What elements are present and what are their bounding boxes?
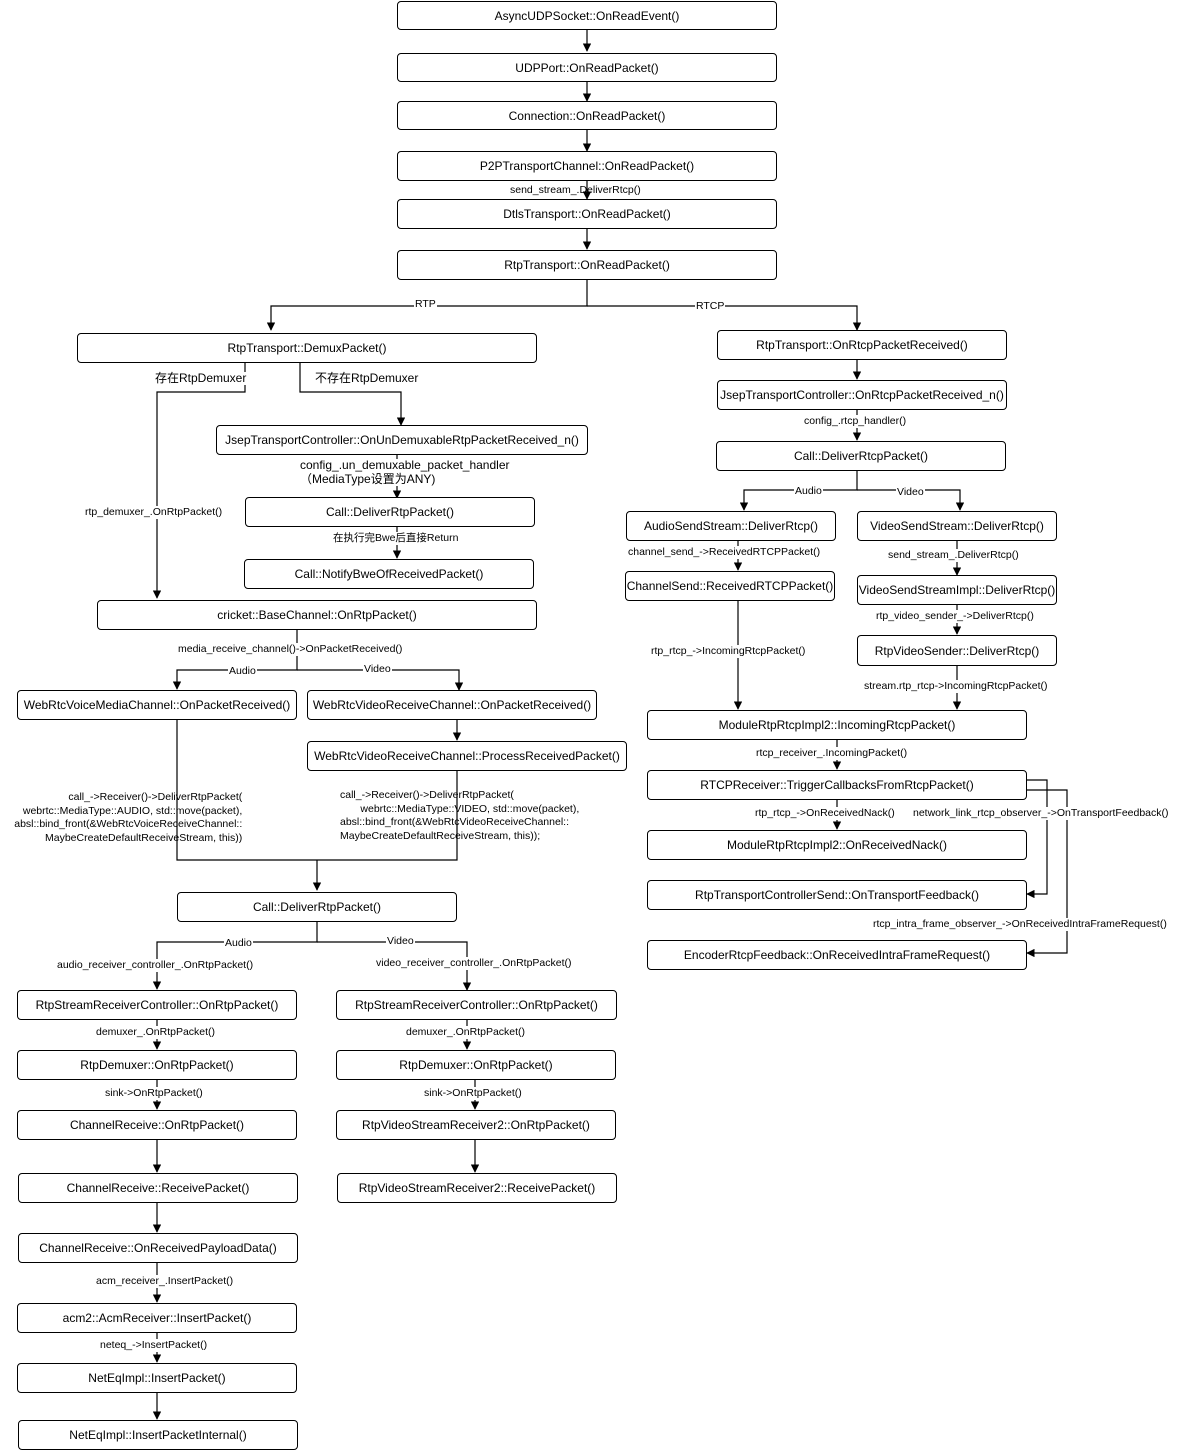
rtcp-received-node: RtpTransport::OnRtcpPacketReceived() <box>717 330 1007 360</box>
connection-node: Connection::OnReadPacket() <box>397 101 777 130</box>
edge-label-video-receiver-ctrl: video_receiver_controller_.OnRtpPacket() <box>375 957 573 970</box>
call-deliver-rtp-2-node: Call::DeliverRtpPacket() <box>177 892 457 922</box>
edge-base-audio <box>172 630 298 690</box>
edge-label-audio-receiver-ctrl: audio_receiver_controller_.OnRtpPacket() <box>56 959 255 972</box>
edge-transport-feedback <box>1026 779 1048 899</box>
audio-send-stream-node: AudioSendStream::DeliverRtcp() <box>626 511 836 541</box>
edge-label-video-1: Video <box>363 663 392 676</box>
edge-label-sink-audio: sink->OnRtpPacket() <box>104 1087 204 1100</box>
call-deliver-rtp-1-node: Call::DeliverRtpPacket() <box>245 497 535 527</box>
video-stream-recv2-receive-node: RtpVideoStreamReceiver2::ReceivePacket() <box>337 1173 617 1203</box>
audio-demuxer-node: RtpDemuxer::OnRtpPacket() <box>17 1050 297 1080</box>
edge-label-audio-2: Audio <box>224 937 253 950</box>
async-udp-node: AsyncUDPSocket::OnReadEvent() <box>397 1 777 30</box>
demux-packet-node: RtpTransport::DemuxPacket() <box>77 333 537 363</box>
edge-no-demuxer <box>299 363 406 426</box>
jsep-undemux-node: JsepTransportController::OnUnDemuxableRt… <box>216 425 588 455</box>
edge-label-channel-send: channel_send_->ReceivedRTCPPacket() <box>627 546 822 559</box>
edge-label-no-demuxer: 不存在RtpDemuxer <box>314 371 420 385</box>
rtp-transport-read-node: RtpTransport::OnReadPacket() <box>397 250 777 280</box>
module-rtp-nack-node: ModuleRtpRtcpImpl2::OnReceivedNack() <box>647 830 1027 860</box>
channel-send-node: ChannelSend::ReceivedRTCPPacket() <box>625 571 835 601</box>
channel-receive-on-rtp-node: ChannelReceive::OnRtpPacket() <box>17 1110 297 1140</box>
acm-insert-node: acm2::AcmReceiver::InsertPacket() <box>17 1303 297 1333</box>
dtls-node: DtlsTransport::OnReadPacket() <box>397 199 777 229</box>
edge-base-video <box>297 669 464 691</box>
edge-label-video-2: Video <box>386 935 415 948</box>
module-rtp-incoming-node: ModuleRtpRtcpImpl2::IncomingRtcpPacket() <box>647 710 1027 740</box>
transport-ctrl-feedback-node: RtpTransportControllerSend::OnTransportF… <box>647 880 1027 910</box>
notify-bwe-node: Call::NotifyBweOfReceivedPacket() <box>244 559 534 589</box>
rtcp-receiver-trigger-node: RTCPReceiver::TriggerCallbacksFromRtcpPa… <box>647 770 1027 800</box>
edge-call2-video <box>317 941 472 991</box>
video-send-stream-node: VideoSendStream::DeliverRtcp() <box>857 511 1057 541</box>
edge-label-call-receiver-audio: call_->Receiver()->DeliverRtpPacket( web… <box>14 791 243 844</box>
edge-label-send-stream: send_stream_.DeliverRtcp() <box>887 549 1020 562</box>
edge-label-has-demuxer: 存在RtpDemuxer <box>154 371 248 385</box>
channel-receive-payload-node: ChannelReceive::OnReceivedPayloadData() <box>18 1233 298 1263</box>
edge-label-rtcp: RTCP <box>695 300 726 313</box>
edge-video-merge <box>317 771 458 861</box>
edge-label-sink-video: sink->OnRtpPacket() <box>423 1087 523 1100</box>
edge-label-rtcp-receiver-incoming: rtcp_receiver_.IncomingPacket() <box>755 747 909 760</box>
edge-label-media-receive: media_receive_channel()->OnPacketReceive… <box>177 643 404 656</box>
p2p-node: P2PTransportChannel::OnReadPacket() <box>397 151 777 181</box>
neteq-insert-node: NetEqImpl::InsertPacket() <box>17 1363 297 1393</box>
edge-label-send-stream-top: send_stream_.DeliverRtcp() <box>510 184 641 196</box>
edge-label-audio-1: Audio <box>228 665 257 678</box>
edge-label-rtp-rtcp-incoming: rtp_rtcp_->IncomingRtcpPacket() <box>650 645 807 658</box>
edge-label-acm-receiver: acm_receiver_.InsertPacket() <box>95 1275 235 1288</box>
channel-receive-receive-node: ChannelReceive::ReceivePacket() <box>18 1173 298 1203</box>
edge-label-neteq-insert: neteq_->InsertPacket() <box>99 1339 209 1352</box>
voice-media-channel-node: WebRtcVoiceMediaChannel::OnPacketReceive… <box>17 690 297 720</box>
edge-label-rtp-video-sender: rtp_video_sender_->DeliverRtcp() <box>875 610 1035 623</box>
video-process-node: WebRtcVideoReceiveChannel::ProcessReceiv… <box>307 741 627 771</box>
edge-label-demuxer-audio: demuxer_.OnRtpPacket() <box>95 1026 217 1039</box>
video-receive-channel-node: WebRtcVideoReceiveChannel::OnPacketRecei… <box>307 690 597 720</box>
edge-call2-audio <box>152 922 318 990</box>
edge-label-audio-3: Audio <box>794 485 823 498</box>
edge-voice-merge <box>176 720 317 861</box>
edge-label-network-link-feedback: network_link_rtcp_observer_->OnTransport… <box>912 807 1170 820</box>
neteq-insert-internal-node: NetEqImpl::InsertPacketInternal() <box>18 1420 298 1450</box>
jsep-rtcp-node: JsepTransportController::OnRtcpPacketRec… <box>717 380 1007 410</box>
encoder-rtcp-feedback-node: EncoderRtcpFeedback::OnReceivedIntraFram… <box>647 940 1027 970</box>
edge-has-demuxer <box>152 363 246 599</box>
edge-label-rtp-demuxer: rtp_demuxer_.OnRtpPacket() <box>84 506 224 519</box>
video-send-stream-impl-node: VideoSendStreamImpl::DeliverRtcp() <box>857 575 1057 605</box>
video-stream-recv2-on-rtp-node: RtpVideoStreamReceiver2::OnRtpPacket() <box>336 1110 616 1140</box>
udp-port-node: UDPPort::OnReadPacket() <box>397 53 777 82</box>
video-demuxer-node: RtpDemuxer::OnRtpPacket() <box>336 1050 616 1080</box>
edge-label-config-rtcp-handler: config_.rtcp_handler() <box>803 415 908 428</box>
edge-label-bwe-return: 在执行完Bwe后直接Return <box>332 532 460 545</box>
edge-rtcp-branch <box>587 305 862 331</box>
audio-stream-ctrl-node: RtpStreamReceiverController::OnRtpPacket… <box>17 990 297 1020</box>
edge-label-stream-rtp-rtcp: stream.rtp_rtcp->IncomingRtcpPacket() <box>863 680 1049 693</box>
edge-label-call-receiver-video: call_->Receiver()->DeliverRtpPacket( web… <box>340 789 580 842</box>
base-channel-node: cricket::BaseChannel::OnRtpPacket() <box>97 600 537 630</box>
video-stream-ctrl-node: RtpStreamReceiverController::OnRtpPacket… <box>336 990 617 1020</box>
edge-rtcp-video <box>857 489 965 511</box>
rtp-video-sender-node: RtpVideoSender::DeliverRtcp() <box>857 635 1057 666</box>
edge-label-rtp-rtcp-nack: rtp_rtcp_->OnReceivedNack() <box>754 807 896 820</box>
edge-label-intra-frame: rtcp_intra_frame_observer_->OnReceivedIn… <box>872 918 1168 931</box>
edge-label-video-3: Video <box>896 486 925 499</box>
edge-label-rtp: RTP <box>414 298 437 311</box>
edge-label-config-undemux: config_.un_demuxable_packet_handler （Med… <box>299 458 511 486</box>
edge-intra-frame <box>1026 789 1068 958</box>
call-deliver-rtcp-node: Call::DeliverRtcpPacket() <box>716 441 1006 471</box>
edge-label-demuxer-video: demuxer_.OnRtpPacket() <box>405 1026 527 1039</box>
